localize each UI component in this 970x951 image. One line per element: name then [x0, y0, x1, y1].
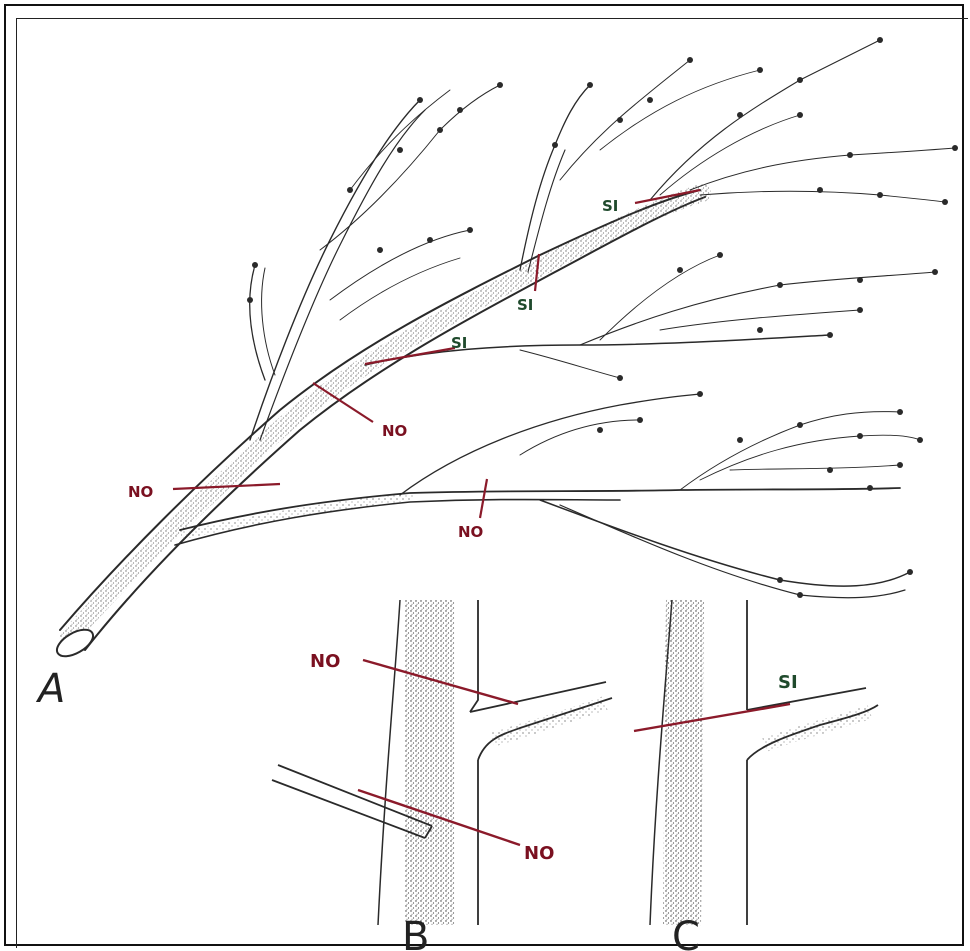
main-limb [60, 190, 700, 630]
detail-c [650, 600, 878, 925]
label-b-upper: NO [310, 651, 340, 672]
cut-c [634, 704, 790, 731]
label-no-left: NO [128, 483, 153, 501]
label-si-middle: SI [517, 296, 533, 314]
panel-label-c: C [672, 914, 700, 951]
label-c: SI [778, 672, 798, 693]
label-b-lower: NO [524, 843, 554, 864]
branch-illustration [53, 40, 955, 662]
panel-label-a: A [35, 666, 65, 712]
label-si-lower: SI [451, 334, 467, 352]
label-no-diagonal: NO [382, 422, 407, 440]
cut-no-vertical [480, 479, 487, 518]
panel-label-b: B [402, 914, 429, 951]
detail-b [272, 600, 612, 925]
label-si-upper: SI [602, 197, 618, 215]
lower-branch [180, 488, 900, 530]
buds [247, 37, 958, 598]
label-no-vertical: NO [458, 523, 483, 541]
